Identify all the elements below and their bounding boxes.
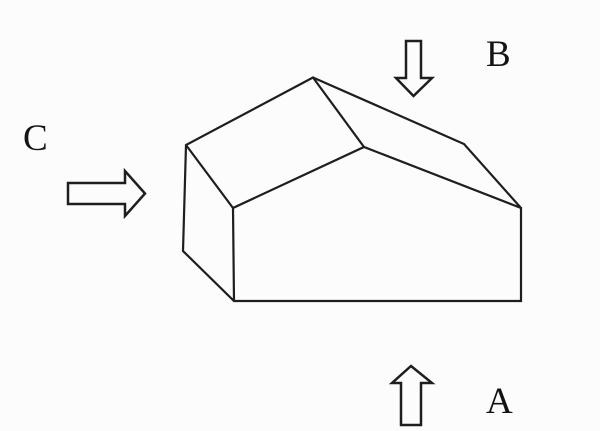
arrow-up-icon <box>388 364 436 427</box>
label-c: C <box>23 118 48 159</box>
view-arrows <box>66 39 436 427</box>
arrow-down-icon <box>393 39 436 98</box>
house-edges <box>181 76 523 303</box>
arrow-right-icon <box>66 167 147 220</box>
house-solid <box>181 76 523 303</box>
label-b: B <box>486 34 511 75</box>
label-a: A <box>486 381 513 422</box>
